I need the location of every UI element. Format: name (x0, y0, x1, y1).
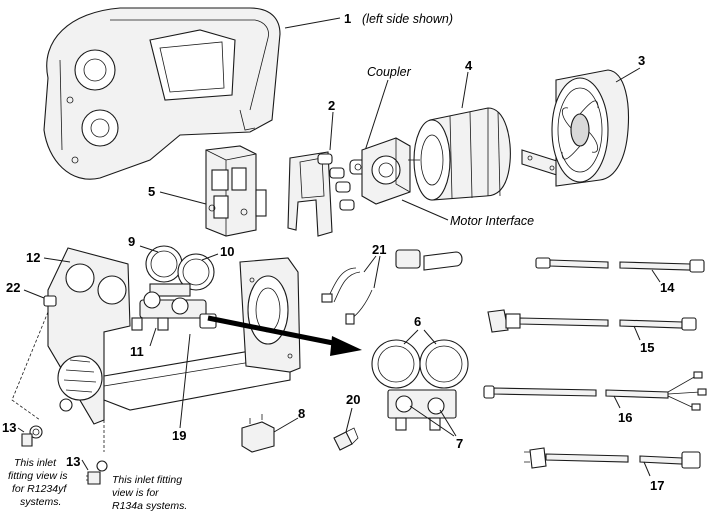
callout-14: 14 (660, 280, 675, 295)
fan-mount-bracket (521, 149, 561, 177)
chassis-frame (103, 257, 301, 411)
callout-1: 1 (344, 11, 351, 26)
callout-13a: 13 (2, 420, 16, 435)
callout-3: 3 (638, 53, 645, 68)
capacitor-and-hoses (321, 249, 463, 325)
motor-interface-label: Motor Interface (450, 214, 534, 228)
panel-gauges (145, 245, 215, 297)
callout-20: 20 (346, 392, 360, 407)
coupler-label: Coupler (367, 65, 412, 79)
note-r1234yf: This inlet fitting view is for R1234yf s… (8, 457, 70, 508)
callout-13b: 13 (66, 454, 80, 469)
front-control-panel (47, 247, 131, 425)
callout-17: 17 (650, 478, 664, 493)
hose-15 (487, 309, 697, 333)
callout-7: 7 (456, 436, 463, 451)
inlet-fitting-r1234yf (21, 425, 43, 447)
inlet-fitting-r134a (86, 460, 108, 485)
note-r134a: This inlet fitting view is for R134a sys… (112, 474, 187, 512)
fitting-20 (333, 427, 359, 451)
motor (408, 107, 511, 201)
callout-6: 6 (414, 314, 421, 329)
callout-1-note: (left side shown) (362, 12, 453, 26)
callout-2: 2 (328, 98, 335, 113)
switch-8 (241, 414, 275, 453)
cooling-fan (551, 69, 629, 187)
callout-11: 11 (130, 344, 144, 359)
wire-harness-16 (483, 371, 707, 411)
motor-interface (361, 137, 411, 205)
solenoid-valve-block (205, 145, 267, 237)
fitting-22 (43, 295, 57, 307)
callout-10: 10 (220, 244, 234, 259)
hose-14 (535, 257, 705, 273)
callout-5: 5 (148, 184, 155, 199)
callout-8: 8 (298, 406, 305, 421)
arrow-icon (207, 315, 362, 356)
callout-12: 12 (26, 250, 40, 265)
callout-16: 16 (618, 410, 632, 425)
mount-bracket-and-bushings (287, 151, 355, 237)
power-cord-17 (524, 447, 701, 469)
callout-15: 15 (640, 340, 654, 355)
panel-valves (131, 291, 217, 331)
callout-9: 9 (128, 234, 135, 249)
callout-22: 22 (6, 280, 20, 295)
callout-4: 4 (465, 58, 473, 73)
housing-side-panel (43, 7, 281, 180)
manifold-gauge-set (371, 339, 469, 431)
callout-21: 21 (372, 242, 386, 257)
callout-19: 19 (172, 428, 186, 443)
